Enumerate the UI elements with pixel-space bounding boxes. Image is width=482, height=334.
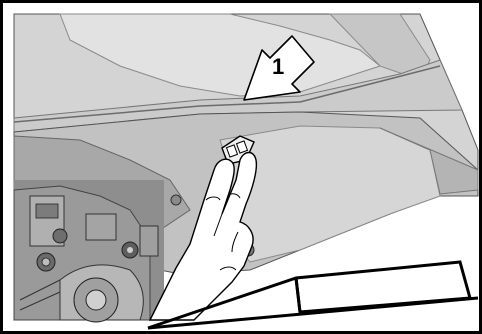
- step-number-label: 1: [272, 54, 284, 79]
- engine-assembly: [14, 180, 164, 322]
